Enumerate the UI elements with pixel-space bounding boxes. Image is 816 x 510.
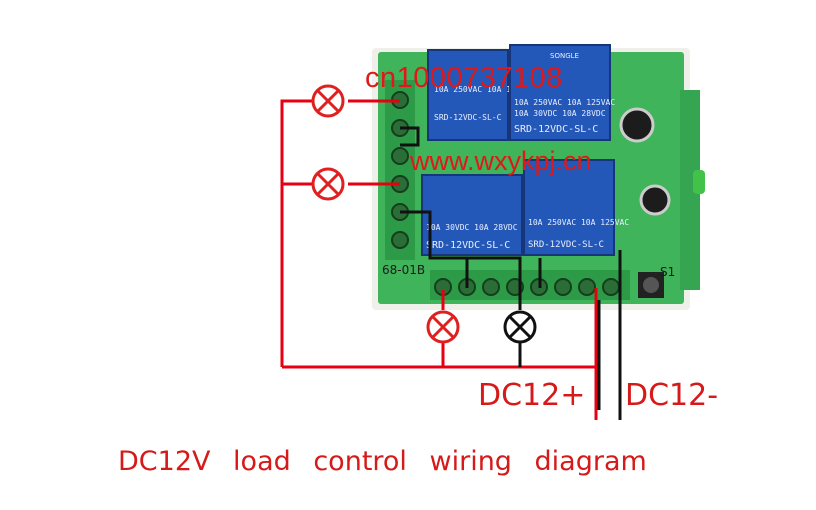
lamp-3	[426, 310, 460, 344]
capacitor-1	[619, 107, 655, 143]
red-wires	[280, 99, 598, 420]
relay-4-model: SRD-12VDC-SL-C	[528, 240, 604, 250]
relay-4: 10A 250VAC 10A 125VAC SRD-12VDC-SL-C	[523, 159, 629, 256]
pcb-antenna-module	[680, 90, 700, 290]
antenna-coil	[693, 170, 705, 194]
watermark-url: www.wxykpj.cn	[410, 146, 592, 176]
lamp-2	[311, 167, 345, 201]
dc-plus-label: DC12+	[478, 378, 586, 413]
lamp-1	[311, 84, 345, 118]
relay-4-rating: 10A 250VAC 10A 125VAC	[528, 218, 629, 227]
watermark-id: cn1000737108	[365, 62, 563, 94]
dc-minus-label: DC12-	[625, 378, 719, 413]
board-label: 68-01B	[382, 263, 425, 277]
relay-2-model: SRD-12VDC-SL-C	[514, 124, 598, 135]
pairing-button-cap	[643, 277, 659, 293]
relay-1-rating: 10A 250VAC 10A 125VAC	[434, 85, 535, 94]
diagram-caption: DC12V load control wiring diagram	[118, 446, 647, 477]
relay-2-rating-dc: 10A 30VDC 10A 28VDC	[514, 109, 606, 118]
capacitor-2	[639, 184, 671, 216]
relay-1: 10A 250VAC 10A 125VAC SRD-12VDC-SL-C	[427, 49, 535, 141]
relay-3-rating: 10A 30VDC 10A 28VDC	[426, 223, 518, 232]
black-wires	[400, 126, 622, 420]
lamp-4	[503, 310, 537, 344]
relay-2: SONGLE 10A 250VAC 10A 125VAC 10A 30VDC 1…	[509, 44, 615, 141]
relay-3: 10A 30VDC 10A 28VDC SRD-12VDC-SL-C	[421, 174, 523, 256]
relay-1-model: SRD-12VDC-SL-C	[434, 113, 502, 122]
relay-2-brand: SONGLE	[550, 52, 579, 60]
switch-label: S1	[660, 265, 675, 279]
left-terminal-block	[385, 80, 415, 260]
relay-2-rating: 10A 250VAC 10A 125VAC	[514, 98, 615, 107]
relay-3-model: SRD-12VDC-SL-C	[426, 240, 510, 251]
